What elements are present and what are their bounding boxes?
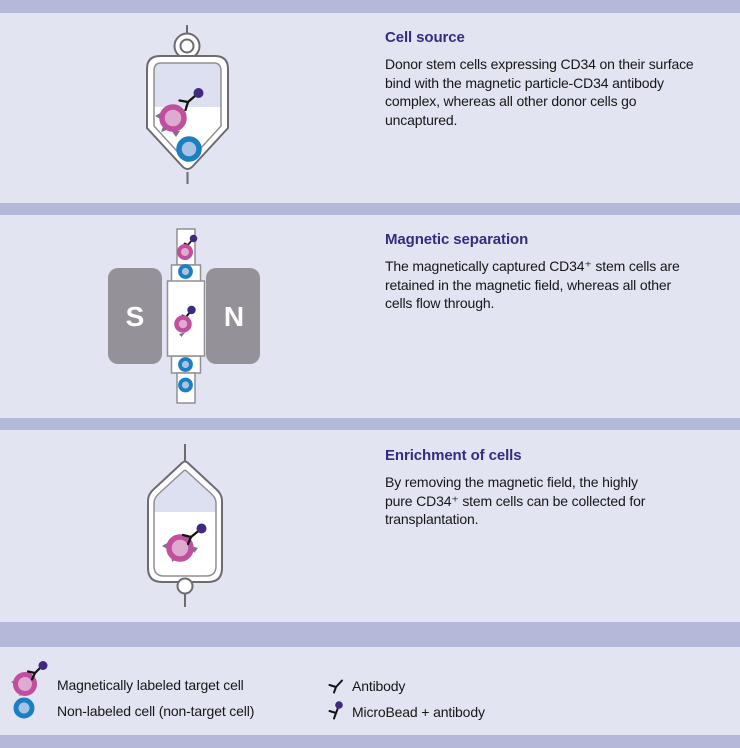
legend-label: MicroBead + antibody [352,704,485,720]
body-line: The magnetically captured CD34⁺ stem cel… [385,258,680,274]
legend-label: Non-labeled cell (non-target cell) [57,703,255,719]
nontarget-cell-icon [178,264,193,279]
divider-band-bottom [0,735,740,748]
magnet-north-label: N [224,301,244,332]
target-cell-icon [162,523,207,562]
legend-label: Magnetically labeled target cell [57,677,244,693]
divider-band-3 [0,418,740,430]
target-cell-icon [155,88,204,137]
antibody-icon [327,677,349,697]
microbead-antibody-icon [327,701,349,723]
bag-outlet-port [176,577,194,595]
non-labeled-cell-icon [8,696,40,722]
target-cell-icon [177,234,198,260]
nontarget-cell-icon [178,357,193,372]
nontarget-cell-icon [178,377,193,393]
body-line: pure CD34⁺ stem cells can be collected f… [385,492,646,509]
divider-band-top [0,0,740,13]
section-title: Magnetic separation [385,231,529,248]
bag-hanger-hole [179,38,195,54]
magnetic-separation-illustration: S N [100,225,270,410]
blood-bag-icon [146,25,229,184]
body-line: Donor stem cells expressing CD34 on thei… [385,56,694,72]
nontarget-cell-icon [176,136,202,162]
cell-source-text: Cell source Donor stem cells expressing … [385,29,733,129]
target-cell-icon [174,305,196,337]
antibody-icon [178,94,197,112]
body-line: By removing the magnetic field, the high… [385,474,638,490]
body-line: uncaptured. [385,111,458,128]
bag-airspace [154,63,221,107]
legend-label: Antibody [352,678,406,694]
labeled-target-cell-icon [6,658,52,704]
magnet-column-icon: S N [108,228,260,404]
cell-source-illustration [130,20,245,192]
body-line: complex, whereas all other donor cells g… [385,93,637,109]
magnet-south [108,268,162,364]
enrichment-illustration [130,440,245,612]
body-line: retained in the magnetic field, whereas … [385,276,672,293]
magnetic-separation-text: Magnetic separation The magnetically cap… [385,231,733,313]
collection-bag-icon [147,444,223,607]
magnet-north [206,268,260,364]
microbead-icon [196,523,207,534]
microbead-icon [189,234,198,243]
magnet-south-label: S [126,301,145,332]
section-title: Cell source [385,29,465,46]
divider-band-2 [0,203,740,215]
enrichment-text: Enrichment of cells By removing the magn… [385,447,733,529]
section-title: Enrichment of cells [385,447,522,464]
body-line: bind with the magnetic particle-CD34 ant… [385,74,664,91]
body-line: transplantation. [385,511,479,527]
microbead-icon [187,305,196,315]
microbead-icon [193,88,204,98]
divider-band-4 [0,622,740,647]
body-line: cells flow through. [385,295,495,311]
